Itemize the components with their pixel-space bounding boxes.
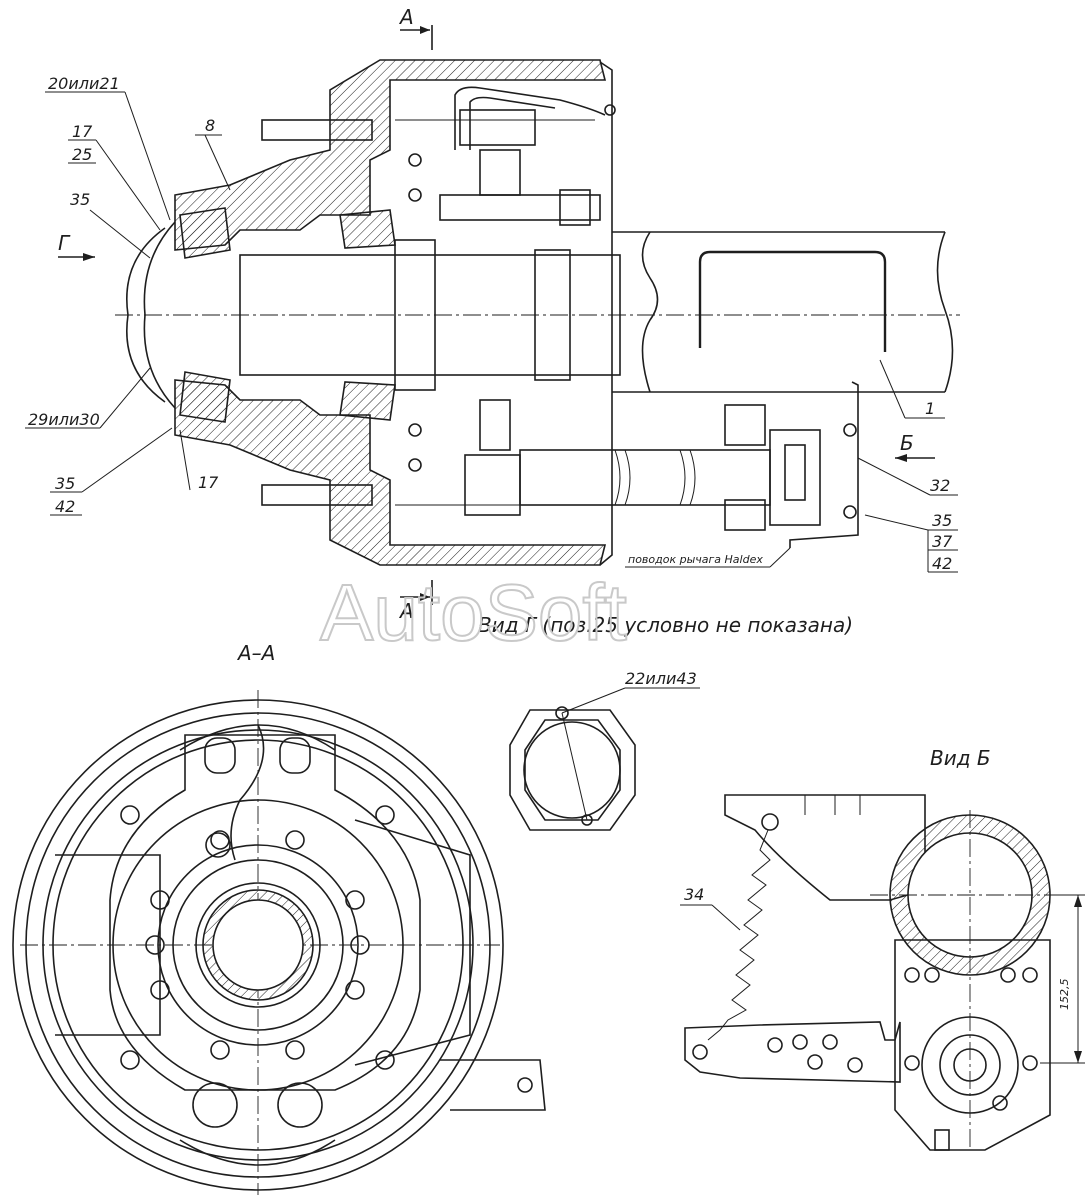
mount-plate — [724, 794, 926, 901]
hub-section-view — [25, 25, 960, 605]
outer-bearing-lower — [179, 371, 231, 423]
view-g-title: Вид Г (поз.25 условно не показана) — [478, 613, 853, 637]
part-label-34: 34 — [684, 885, 704, 904]
slack-adjuster-body — [894, 939, 1051, 1151]
inner-bearing-upper — [339, 209, 396, 249]
view-b — [680, 794, 1085, 1151]
part-label-29: 29или30 — [28, 410, 100, 429]
part-label-25: 25 — [72, 145, 92, 164]
part-label-35-mid: 35 — [55, 474, 75, 493]
inner-bearing-lower — [339, 381, 396, 421]
part-label-42-left: 42 — [55, 497, 75, 516]
part-label-17-bottom: 17 — [198, 473, 219, 492]
u-bolt — [698, 250, 887, 352]
part-label-22: 22или43 — [625, 669, 697, 688]
view-g-arrow-label: Г — [58, 231, 71, 255]
note-haldex-lever: поводок рычага Haldex — [628, 553, 763, 566]
abs-sensor — [459, 109, 536, 146]
view-b-title: Вид Б — [930, 746, 991, 770]
wheel-stud-lower — [261, 484, 373, 506]
hex-nut — [509, 709, 636, 831]
bracket — [789, 381, 859, 548]
hub-body-upper — [174, 59, 607, 251]
view-b-arrow-label: Б — [900, 431, 914, 455]
return-spring — [707, 829, 771, 1041]
part-label-37: 37 — [932, 532, 953, 551]
section-arrow-bottom-label: А — [398, 599, 414, 623]
dimension-label: 152,5 — [1058, 979, 1071, 1011]
part-label-17-top: 17 — [72, 122, 93, 141]
brake-spider — [109, 734, 421, 1091]
camshaft — [519, 449, 771, 506]
hub-body-lower — [174, 379, 607, 566]
slack-adjuster — [769, 429, 821, 526]
section-a-a-title: А–А — [236, 641, 275, 665]
wheel-stud-upper — [261, 119, 373, 141]
outer-bearing-upper — [179, 207, 231, 259]
part-label-32: 32 — [930, 476, 950, 495]
section-arrow-top-label: А — [398, 5, 414, 29]
part-label-35-right: 35 — [932, 511, 952, 530]
watermark: AutoSoft — [320, 568, 627, 657]
axle-shaft — [239, 254, 621, 376]
part-label-42-right: 42 — [932, 554, 952, 573]
section-a-a-view — [12, 690, 546, 1195]
part-label-20: 20или21 — [48, 74, 120, 93]
part-label-8: 8 — [205, 116, 215, 135]
view-g — [509, 687, 700, 831]
part-label-35-top: 35 — [70, 190, 90, 209]
part-label-1: 1 — [925, 399, 935, 418]
